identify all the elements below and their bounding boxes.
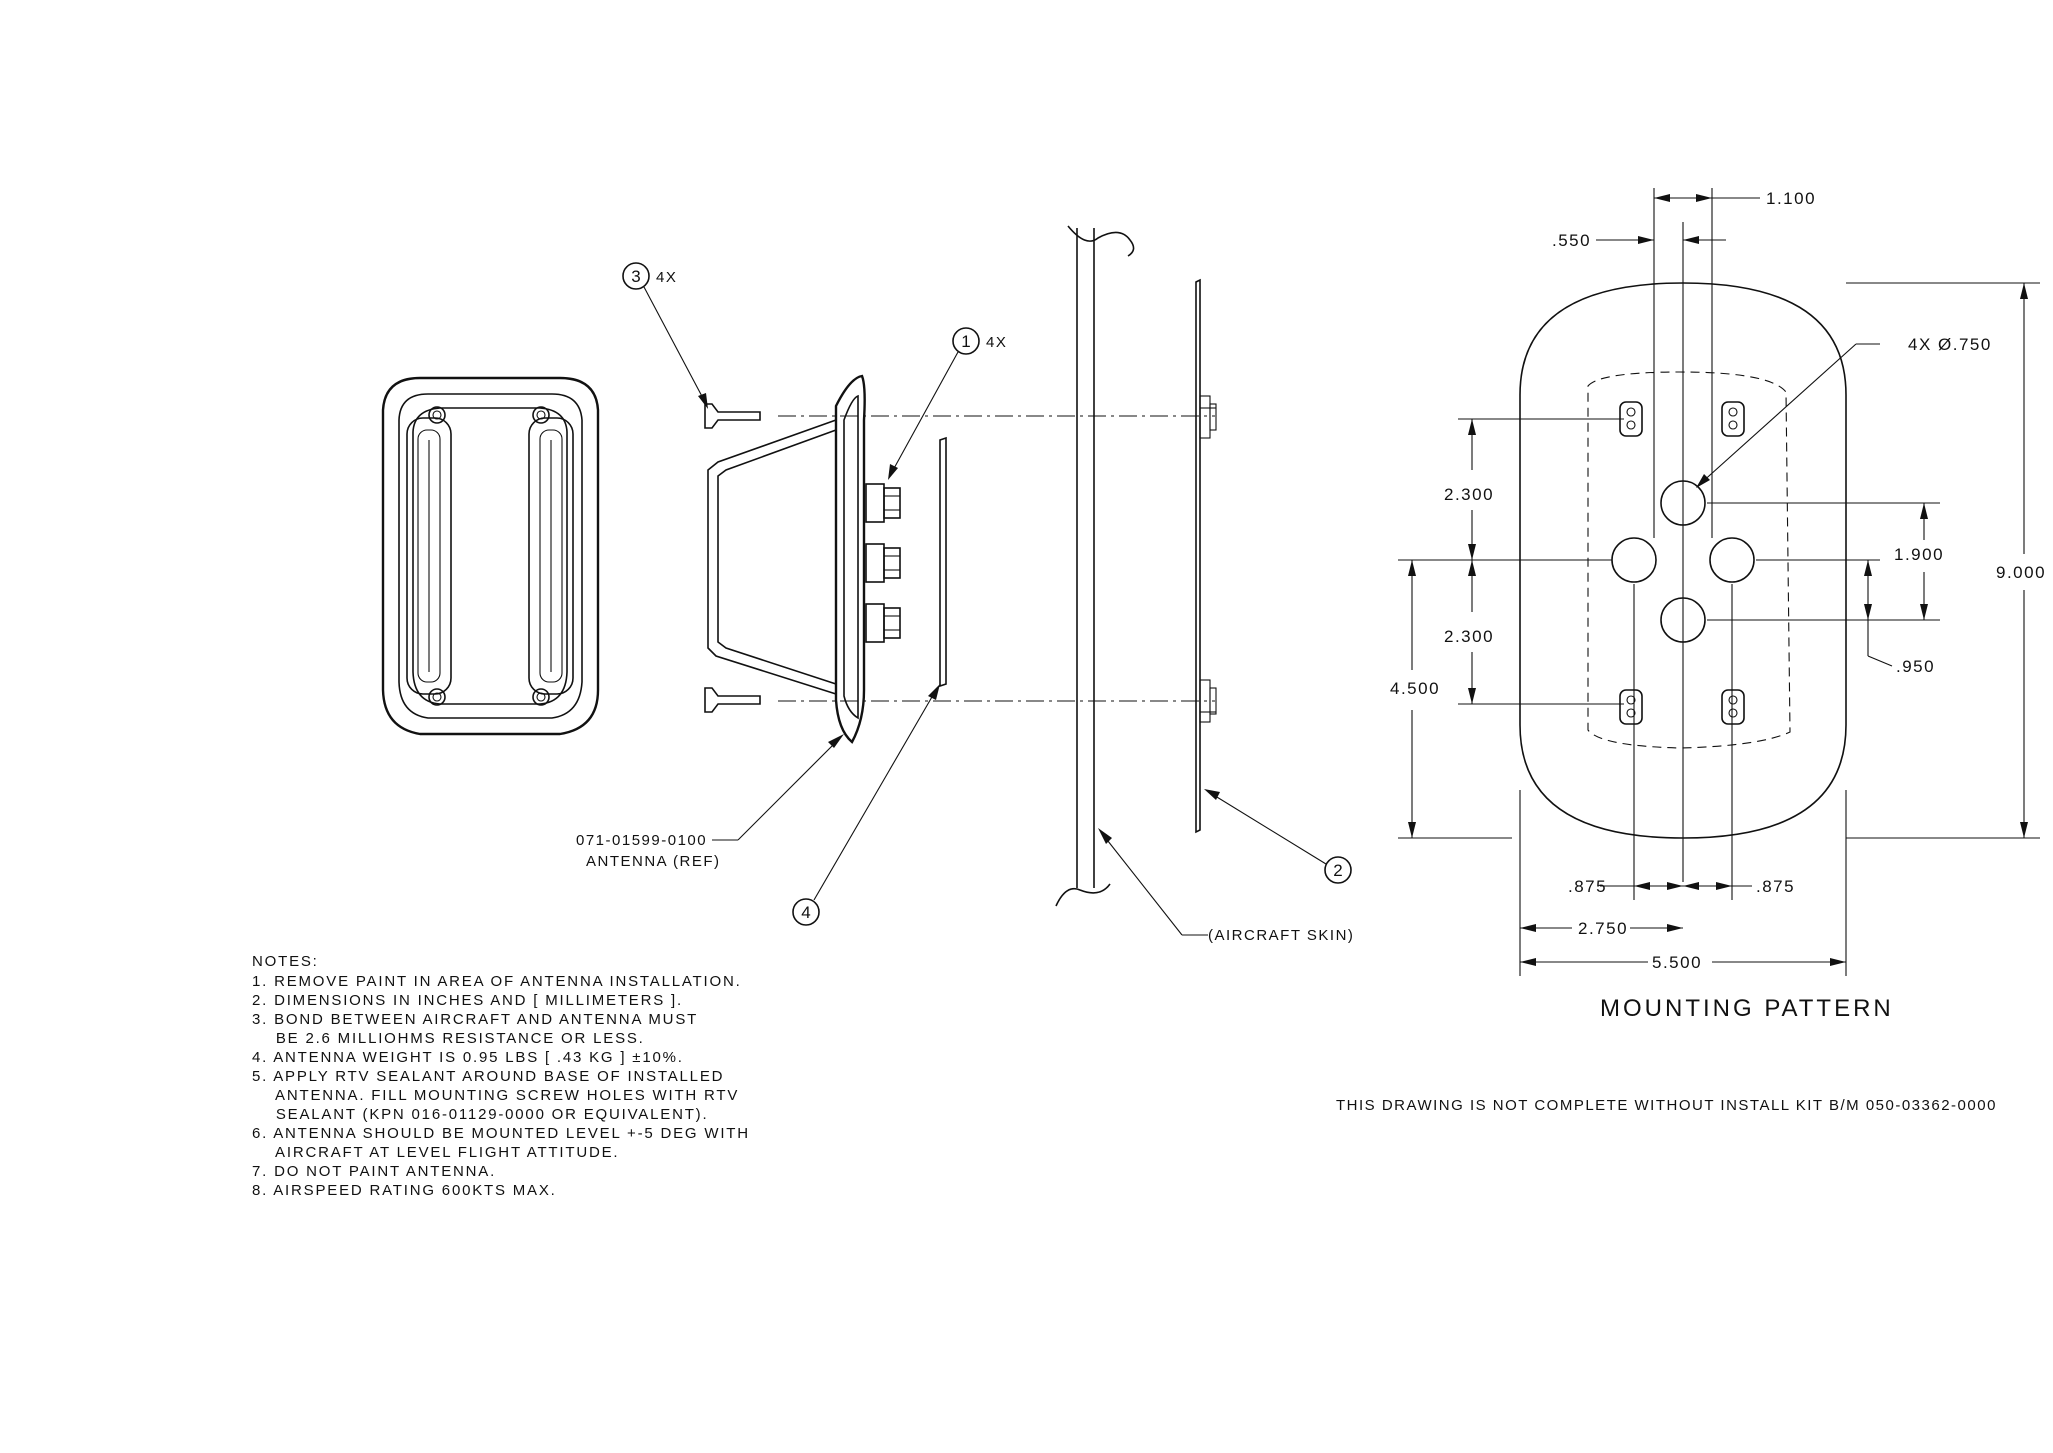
callout-antenna-ref: 071-01599-0100 ANTENNA (REF): [576, 734, 844, 870]
antenna-ref-label: ANTENNA (REF): [586, 853, 721, 870]
dim-1900: 1.900: [1894, 503, 1944, 620]
svg-text:5.500: 5.500: [1652, 953, 1702, 972]
svg-text:1.100: 1.100: [1766, 189, 1816, 208]
aircraft-skin: [1055, 225, 1135, 907]
note-line: 8. AIRSPEED RATING 600KTS MAX.: [252, 1182, 557, 1199]
svg-text:4.500: 4.500: [1390, 679, 1440, 698]
svg-text:.950: .950: [1896, 657, 1935, 676]
callout-number: 3: [631, 267, 640, 286]
doubler-plate: [1195, 278, 1217, 834]
screw-bottom: [704, 687, 761, 713]
note-line: 2. DIMENSIONS IN INCHES AND [ MILLIMETER…: [252, 992, 683, 1009]
svg-text:.550: .550: [1552, 231, 1591, 250]
dim-1100: 1.100: [1654, 189, 1816, 208]
svg-text:1.900: 1.900: [1894, 545, 1944, 564]
dim-550: .550: [1552, 231, 1726, 250]
dim-875: .875 .875: [1568, 877, 1795, 896]
callout-item4: 4: [792, 684, 940, 926]
dim-2300-bot: 2.300: [1444, 560, 1494, 704]
note-line: 6. ANTENNA SHOULD BE MOUNTED LEVEL +-5 D…: [252, 1125, 750, 1142]
callout-qty: 4X: [986, 334, 1007, 351]
callout-aircraft-skin: (AIRCRAFT SKIN): [1098, 828, 1354, 944]
dim-9000: 9.000: [1996, 283, 2046, 838]
dim-950: .950: [1864, 560, 1935, 676]
notes-block: NOTES: 1. REMOVE PAINT IN AREA OF ANTENN…: [252, 953, 750, 1199]
callout-number: 4: [801, 903, 810, 922]
dim-hole-dia: 4X Ø.750: [1696, 335, 1992, 488]
note-line: BE 2.6 MILLIOHMS RESISTANCE OR LESS.: [252, 1030, 645, 1047]
note-line: 7. DO NOT PAINT ANTENNA.: [252, 1163, 496, 1180]
svg-text:2.300: 2.300: [1444, 485, 1494, 504]
mounting-pattern: 1.100 .550 4X Ø.750 2.300: [1390, 188, 2046, 1022]
note-line: 4. ANTENNA WEIGHT IS 0.95 LBS [ .43 KG ]…: [252, 1049, 684, 1066]
svg-text:4X Ø.750: 4X Ø.750: [1908, 335, 1992, 354]
callout-item2: 2: [1204, 789, 1352, 884]
notes-heading: NOTES:: [252, 953, 319, 970]
mounting-pattern-title: MOUNTING PATTERN: [1600, 995, 1894, 1022]
connectors: [865, 483, 901, 643]
callout-item3: 3 4X: [622, 262, 708, 409]
callout-number: 2: [1333, 861, 1342, 880]
svg-text:.875: .875: [1756, 877, 1795, 896]
svg-text:.875: .875: [1568, 877, 1607, 896]
dim-2300-top: 2.300: [1444, 419, 1494, 560]
svg-text:2.300: 2.300: [1444, 627, 1494, 646]
svg-text:9.000: 9.000: [1996, 563, 2046, 582]
callout-qty: 4X: [656, 269, 677, 286]
drawing-completeness-note: THIS DRAWING IS NOT COMPLETE WITHOUT INS…: [1336, 1097, 1997, 1114]
dim-5500: 5.500: [1520, 953, 1846, 972]
note-line: SEALANT (KPN 016-01129-0000 OR EQUIVALEN…: [252, 1106, 708, 1123]
mount-clips: [1619, 401, 1745, 725]
dim-4500: 4.500: [1390, 560, 1440, 838]
note-line: ANTENNA. FILL MOUNTING SCREW HOLES WITH …: [252, 1087, 739, 1104]
svg-text:2.750: 2.750: [1578, 919, 1628, 938]
callout-item1: 1 4X: [888, 327, 1007, 480]
dim-2750: 2.750: [1520, 919, 1683, 938]
exploded-side-view: 3 4X 1 4X 071-01599-0100 ANTENNA (REF) 4: [576, 225, 1354, 944]
screw-top: [704, 403, 761, 429]
hole-right: [1709, 537, 1755, 583]
note-line: 1. REMOVE PAINT IN AREA OF ANTENNA INSTA…: [252, 973, 742, 990]
callout-number: 1: [961, 332, 970, 351]
note-line: 3. BOND BETWEEN AIRCRAFT AND ANTENNA MUS…: [252, 1011, 698, 1028]
antenna-part-number: 071-01599-0100: [576, 832, 707, 849]
hole-left: [1611, 537, 1657, 583]
note-line: 5. APPLY RTV SEALANT AROUND BASE OF INST…: [252, 1068, 724, 1085]
aircraft-skin-label: (AIRCRAFT SKIN): [1208, 927, 1354, 944]
antenna-top-view: [381, 376, 600, 736]
note-line: AIRCRAFT AT LEVEL FLIGHT ATTITUDE.: [252, 1144, 619, 1161]
